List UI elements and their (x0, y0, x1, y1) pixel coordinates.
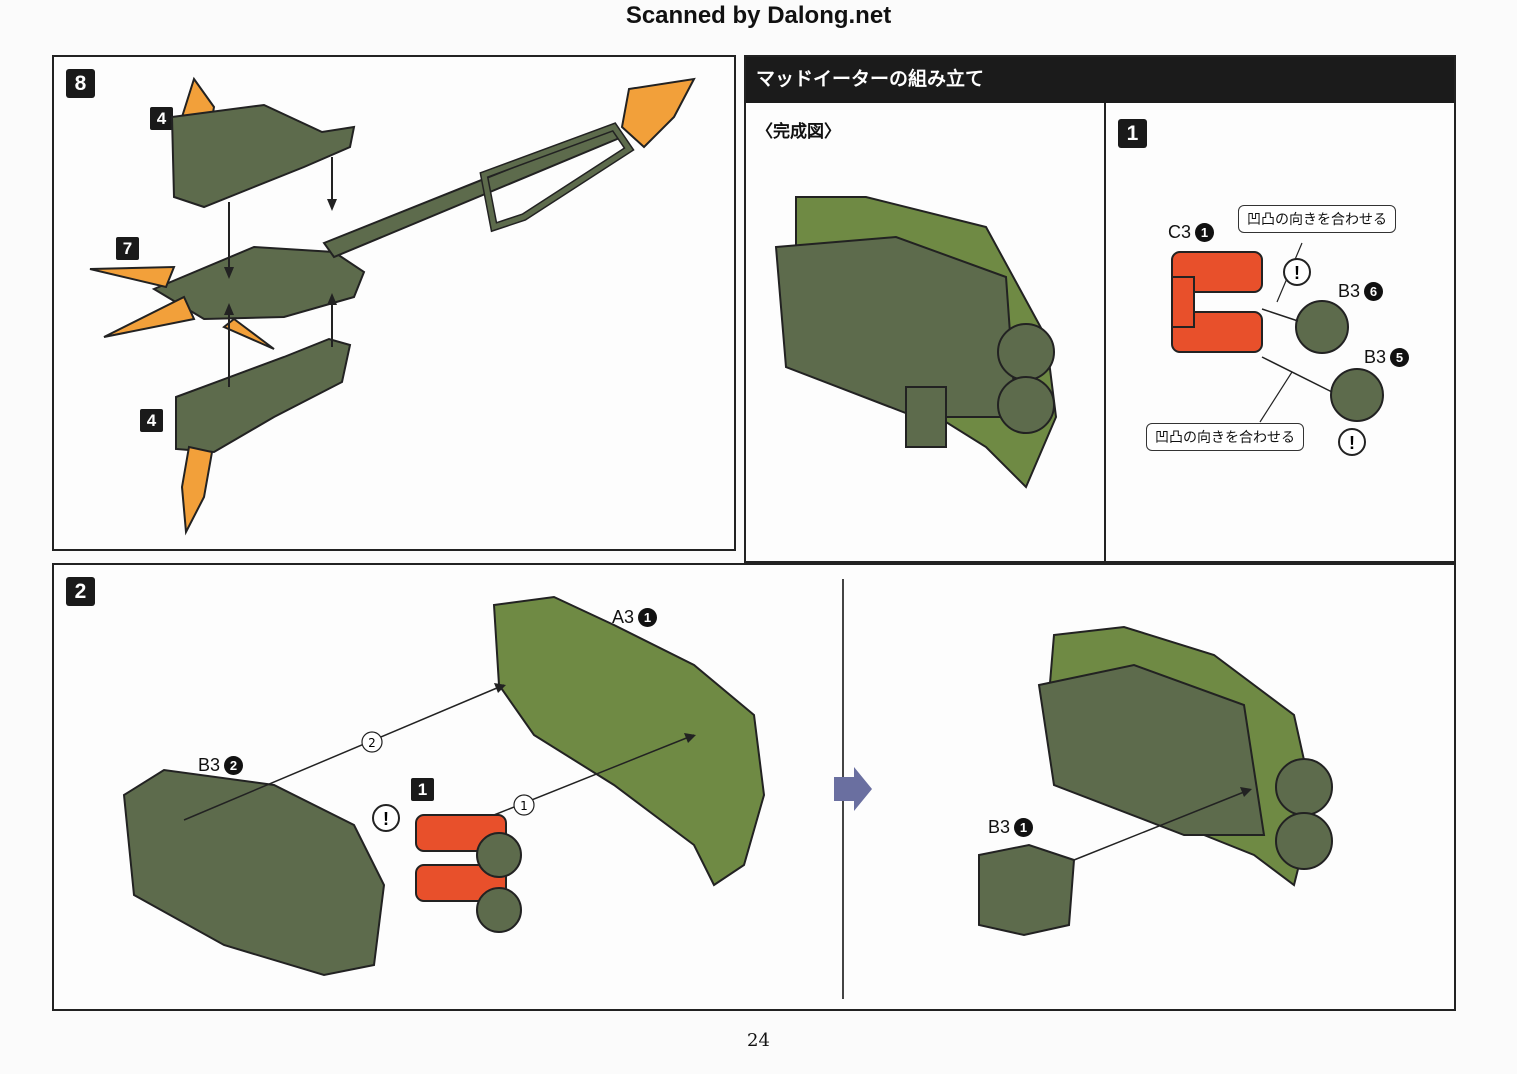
weapon-assembly-illustration (89, 76, 696, 536)
shaft-loop-frame-inner (481, 123, 633, 231)
section-title: マッドイーターの組み立て (746, 57, 1454, 103)
part-code: B3 (988, 817, 1011, 837)
warning-icon-glyph: ! (1349, 433, 1355, 453)
part-label-c3: C3 1 (1168, 222, 1215, 243)
warning-icon (1283, 258, 1311, 286)
part-number: 2 (224, 756, 244, 775)
callout-leader (1259, 371, 1293, 423)
arrow-head (327, 293, 337, 305)
step-2-panel: 2 A3 1 B3 2 1 B3 1 2 1 ! (52, 563, 1456, 1011)
order-marker (361, 731, 383, 753)
part-code: C3 (1168, 222, 1192, 242)
step2-illustration: 2 1 ! (122, 595, 1333, 977)
spear-head (620, 77, 696, 149)
part-number-badge: 7 (116, 237, 139, 260)
left-spike-top (89, 265, 176, 289)
clip-bracket (905, 386, 947, 448)
step-number-badge: 8 (66, 69, 95, 98)
part-number-badge: 4 (150, 107, 173, 130)
watermark-text: Scanned by Dalong.net (625, 2, 892, 29)
part-code: B3 (1338, 281, 1361, 301)
part-number: 1 (1014, 818, 1034, 837)
step1-illustration: ! ! (1171, 242, 1384, 456)
roller-cap-top (476, 832, 522, 878)
alignment-callout: 凹凸の向きを合わせる (1238, 205, 1396, 233)
part-number: 5 (1390, 348, 1410, 367)
upper-arm-part (170, 103, 356, 209)
right-spike-bottom (222, 317, 275, 350)
part-number: 1 (1195, 223, 1215, 242)
left-spike-bottom (103, 295, 196, 338)
order-marker-text: 1 (520, 799, 528, 813)
cap-b3-5 (1330, 368, 1384, 422)
order-marker (513, 794, 535, 816)
part-label-b3-result: B3 1 (988, 817, 1034, 838)
arrow-head (224, 303, 234, 315)
arrow-head (1240, 787, 1252, 797)
guide-line (1261, 356, 1333, 393)
alignment-callout: 凹凸の向きを合わせる (1146, 423, 1304, 451)
completed-figure-label: 〈完成図〉 (756, 122, 841, 142)
warning-icon-glyph: ! (1294, 263, 1300, 283)
roller-cap-bottom (476, 887, 522, 933)
step-number-badge: 2 (66, 577, 95, 606)
arrow-head (327, 199, 337, 211)
result-arrow-icon (834, 767, 872, 811)
completed-model-illustration (774, 196, 1058, 489)
middle-body-part (151, 245, 366, 321)
mad-eater-assembly-panel: マッドイーターの組み立て 〈完成図〉 1 凹凸の向きを合わせる 凹凸の向きを合わ… (744, 55, 1456, 563)
red-roller-bottom (415, 864, 507, 902)
roller-bottom (997, 376, 1055, 434)
result-roller-top (1275, 758, 1333, 816)
result-front-block (1037, 663, 1266, 836)
red-connector (1171, 276, 1195, 328)
roller-top (997, 323, 1055, 381)
part-code: A3 (612, 607, 635, 627)
assembly-line-2 (183, 684, 505, 821)
arrow-head (684, 733, 696, 743)
lower-claw-blade (180, 445, 214, 536)
result-roller-bottom (1275, 812, 1333, 870)
part-label-a3: A3 1 (612, 607, 658, 628)
arrow-head (494, 683, 506, 693)
warning-icon (1338, 428, 1366, 456)
cap-b3-6 (1295, 300, 1349, 354)
arrow-head (224, 267, 234, 279)
clip-bracket-b3 (978, 843, 1076, 937)
part-code: B3 (198, 755, 221, 775)
part-number: 6 (1364, 282, 1384, 301)
part-number: 1 (638, 608, 658, 627)
sub-step-badge: 1 (411, 778, 434, 801)
weapon-shaft (322, 125, 624, 259)
part-label-b3: B3 5 (1364, 347, 1410, 368)
assembly-line (1073, 789, 1250, 861)
part-code: B3 (1364, 347, 1387, 367)
part-label-b3: B3 6 (1338, 281, 1384, 302)
back-shell-a3 (492, 595, 766, 887)
lower-arm-part (175, 337, 352, 454)
guide-line (1261, 308, 1299, 322)
warning-icon-glyph: ! (383, 809, 389, 829)
part-number-badge: 4 (140, 409, 163, 432)
part-label-b3: B3 2 (198, 755, 244, 776)
step-number-badge: 1 (1118, 119, 1147, 148)
step-8-panel: 8 4 7 4 (52, 55, 736, 551)
panel-divider (1104, 103, 1106, 563)
page-number: 24 (747, 1030, 770, 1051)
front-block-b3 (122, 768, 386, 977)
warning-icon (372, 804, 400, 832)
order-marker-text: 2 (368, 736, 376, 750)
